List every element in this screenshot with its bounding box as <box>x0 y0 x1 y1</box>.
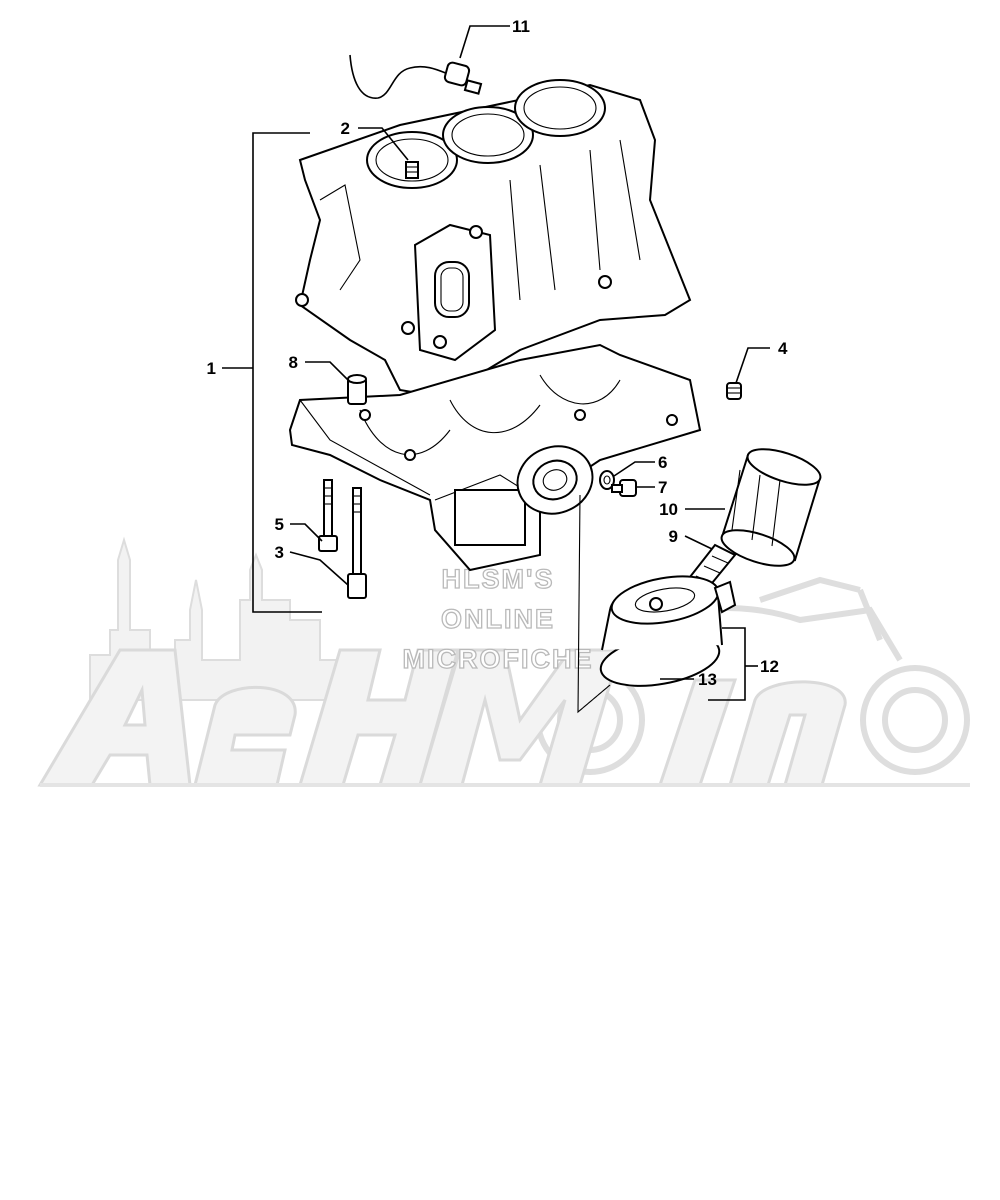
callout-8: 8 <box>289 353 298 372</box>
part-7-bolt <box>611 479 637 497</box>
callout-7: 7 <box>658 478 667 497</box>
part-5-bolt <box>318 479 338 552</box>
callout-2: 2 <box>341 119 350 138</box>
callouts: 1 2 3 4 5 6 7 8 9 10 11 12 13 <box>207 17 788 689</box>
part-4-plug <box>726 382 742 400</box>
part-13-oil-cooler <box>599 575 737 687</box>
watermark-line2: ONLINE <box>441 604 555 634</box>
watermark-line1: HLSM'S <box>442 564 555 594</box>
part-10-oil-filter <box>720 448 822 567</box>
cylinder-block <box>295 79 692 397</box>
callout-4: 4 <box>778 339 788 358</box>
callout-11: 11 <box>512 17 530 36</box>
callout-13: 13 <box>698 670 717 689</box>
callout-12: 12 <box>760 657 779 676</box>
callout-6: 6 <box>658 453 667 472</box>
watermark-brand <box>37 648 970 787</box>
part-2-dowel <box>405 161 419 179</box>
callout-1: 1 <box>207 359 216 378</box>
part-6-washer <box>599 470 615 490</box>
watermark-line3: MICROFICHE <box>403 644 594 674</box>
part-8-dowel <box>347 374 367 405</box>
part-3-bolt <box>347 487 367 599</box>
callout-3: 3 <box>275 543 284 562</box>
part-11-sensor <box>349 54 483 99</box>
watermark: HLSM'S ONLINE MICROFICHE <box>37 536 970 787</box>
callout-5: 5 <box>275 515 284 534</box>
oil-pump-flange <box>516 445 594 515</box>
leader-lines <box>222 25 770 714</box>
callout-9: 9 <box>669 527 678 546</box>
callout-10: 10 <box>659 500 678 519</box>
